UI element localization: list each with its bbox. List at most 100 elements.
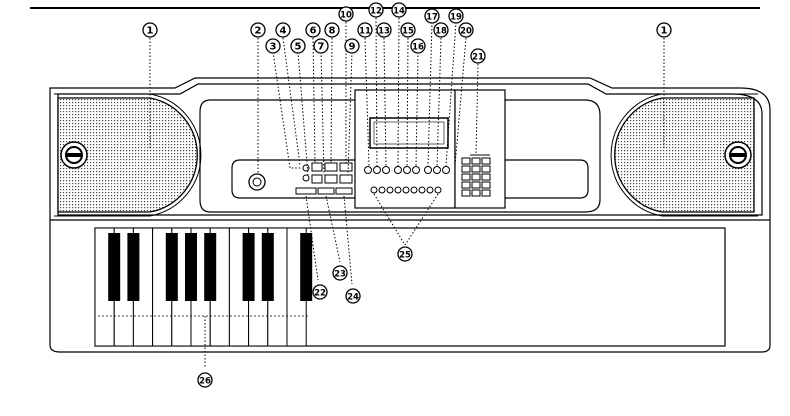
callout-circle (470, 48, 486, 64)
callout-c24: 24 (345, 288, 361, 304)
callout-circle (400, 22, 416, 38)
black-key (108, 233, 121, 301)
callout-circle (142, 22, 158, 38)
left-control-buttons (295, 162, 353, 195)
callout-circle (397, 246, 413, 262)
callout-number: 16 (412, 43, 424, 53)
callout-c5: 5 (290, 38, 306, 54)
callout-circle (312, 284, 328, 300)
callout-c1a: 1 (142, 22, 158, 38)
callout-number: 17 (426, 13, 438, 23)
callout-c7: 7 (313, 38, 329, 54)
callout-c14: 14 (391, 2, 407, 18)
black-key (165, 233, 178, 301)
callout-circle (344, 38, 360, 54)
piano-keys (94, 227, 726, 347)
callout-number: 25 (399, 251, 411, 261)
callout-c3: 3 (265, 38, 281, 54)
callout-c21: 21 (470, 48, 486, 64)
callout-circle (376, 22, 392, 38)
callout-number: 8 (329, 26, 336, 37)
black-key (242, 233, 255, 301)
callout-number: 3 (270, 42, 277, 53)
callout-number: 9 (349, 42, 356, 53)
callout-number: 23 (334, 270, 346, 280)
callout-c1b: 1 (656, 22, 672, 38)
callout-number: 21 (472, 53, 484, 63)
callout-c2: 2 (250, 22, 266, 38)
callout-number: 1 (661, 26, 668, 37)
callout-number: 5 (295, 42, 302, 53)
callout-circle (324, 22, 340, 38)
callout-number: 10 (340, 11, 352, 21)
callout-c18: 18 (433, 22, 449, 38)
callout-circle (424, 8, 440, 24)
callout-number: 7 (318, 42, 325, 53)
callout-c11: 11 (357, 22, 373, 38)
callout-circle (290, 38, 306, 54)
callout-c19: 19 (448, 8, 464, 24)
lcd-screen (369, 117, 449, 149)
rhythm-buttons (370, 186, 442, 194)
callout-number: 6 (310, 26, 317, 37)
callout-circle (368, 2, 384, 18)
callout-number: 13 (378, 27, 390, 37)
callout-c4: 4 (275, 22, 291, 38)
callout-number: 18 (435, 27, 447, 37)
black-key (300, 233, 313, 301)
callout-c17: 17 (424, 8, 440, 24)
callout-circle (338, 6, 354, 22)
callout-number: 19 (450, 13, 462, 23)
callout-circle (357, 22, 373, 38)
callout-number: 1 (147, 26, 154, 37)
callout-circle (275, 22, 291, 38)
callout-c9: 9 (344, 38, 360, 54)
callout-c23: 23 (332, 265, 348, 281)
callout-number: 20 (460, 27, 472, 37)
black-key (127, 233, 140, 301)
callout-c26: 26 (197, 372, 213, 388)
callout-circle (656, 22, 672, 38)
callout-circle (391, 2, 407, 18)
black-key (204, 233, 217, 301)
callout-c25: 25 (397, 246, 413, 262)
callout-number: 12 (370, 7, 382, 17)
callout-circle (410, 38, 426, 54)
callout-number: 24 (347, 293, 359, 303)
callout-c10: 10 (338, 6, 354, 22)
callout-circle (448, 8, 464, 24)
black-key (185, 233, 197, 301)
callout-c16: 16 (410, 38, 426, 54)
callout-number: 22 (314, 289, 326, 299)
callout-circle (345, 288, 361, 304)
callout-c22: 22 (312, 284, 328, 300)
left-speaker (54, 93, 202, 217)
callout-circle (305, 22, 321, 38)
black-key (261, 233, 274, 301)
callout-number: 26 (199, 377, 211, 387)
callout-number: 4 (280, 26, 287, 37)
callout-circle (458, 22, 474, 38)
function-buttons (364, 166, 450, 174)
callout-circle (250, 22, 266, 38)
callout-c13: 13 (376, 22, 392, 38)
callout-number: 2 (255, 26, 262, 37)
right-speaker (610, 93, 758, 217)
callout-c20: 20 (458, 22, 474, 38)
callout-circle (433, 22, 449, 38)
number-keypad (461, 157, 491, 197)
callout-circle (265, 38, 281, 54)
power-knob (248, 173, 266, 191)
callout-c8: 8 (324, 22, 340, 38)
callout-circle (197, 372, 213, 388)
leader-lines (149, 17, 665, 368)
callout-number: 15 (402, 27, 414, 37)
callout-number: 14 (393, 7, 405, 17)
callout-c12: 12 (368, 2, 384, 18)
callout-c6: 6 (305, 22, 321, 38)
callout-c15: 15 (400, 22, 416, 38)
callout-circle (332, 265, 348, 281)
callout-circle (313, 38, 329, 54)
